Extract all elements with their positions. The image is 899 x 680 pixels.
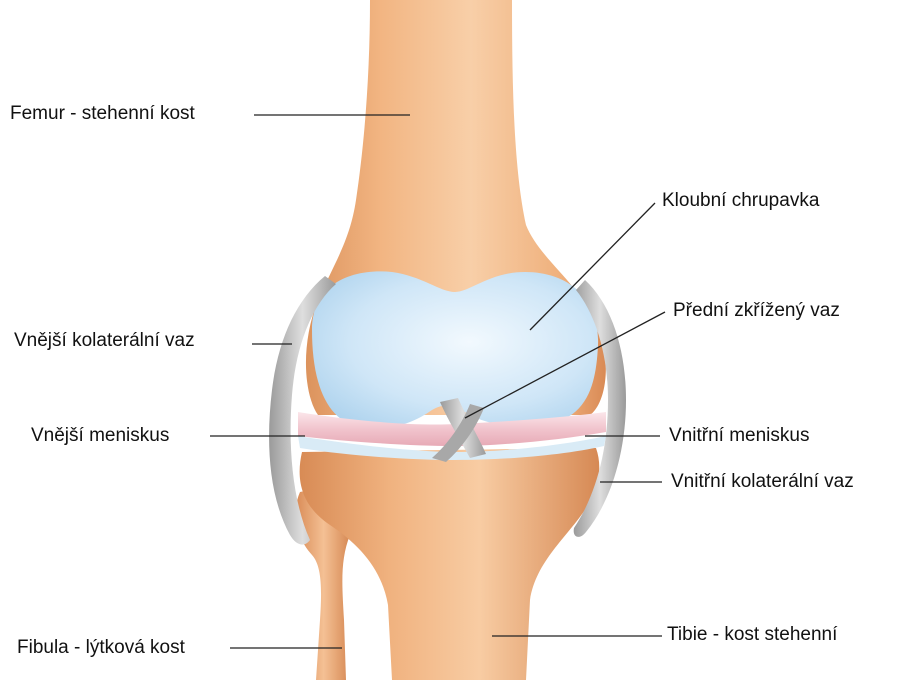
label-tibia: Tibie - kost stehenní	[667, 624, 837, 646]
label-medial-collateral-ligament: Vnitřní kolaterální vaz	[671, 471, 854, 493]
label-lateral-meniscus: Vnější meniskus	[31, 425, 169, 447]
label-femur: Femur - stehenní kost	[10, 103, 195, 125]
label-articular-cartilage: Kloubní chrupavka	[662, 190, 819, 212]
label-medial-meniscus: Vnitřní meniskus	[669, 425, 809, 447]
label-fibula: Fibula - lýtková kost	[17, 637, 185, 659]
label-lateral-collateral-ligament: Vnější kolaterální vaz	[14, 330, 195, 352]
label-anterior-cruciate-ligament: Přední zkřížený vaz	[673, 300, 840, 322]
